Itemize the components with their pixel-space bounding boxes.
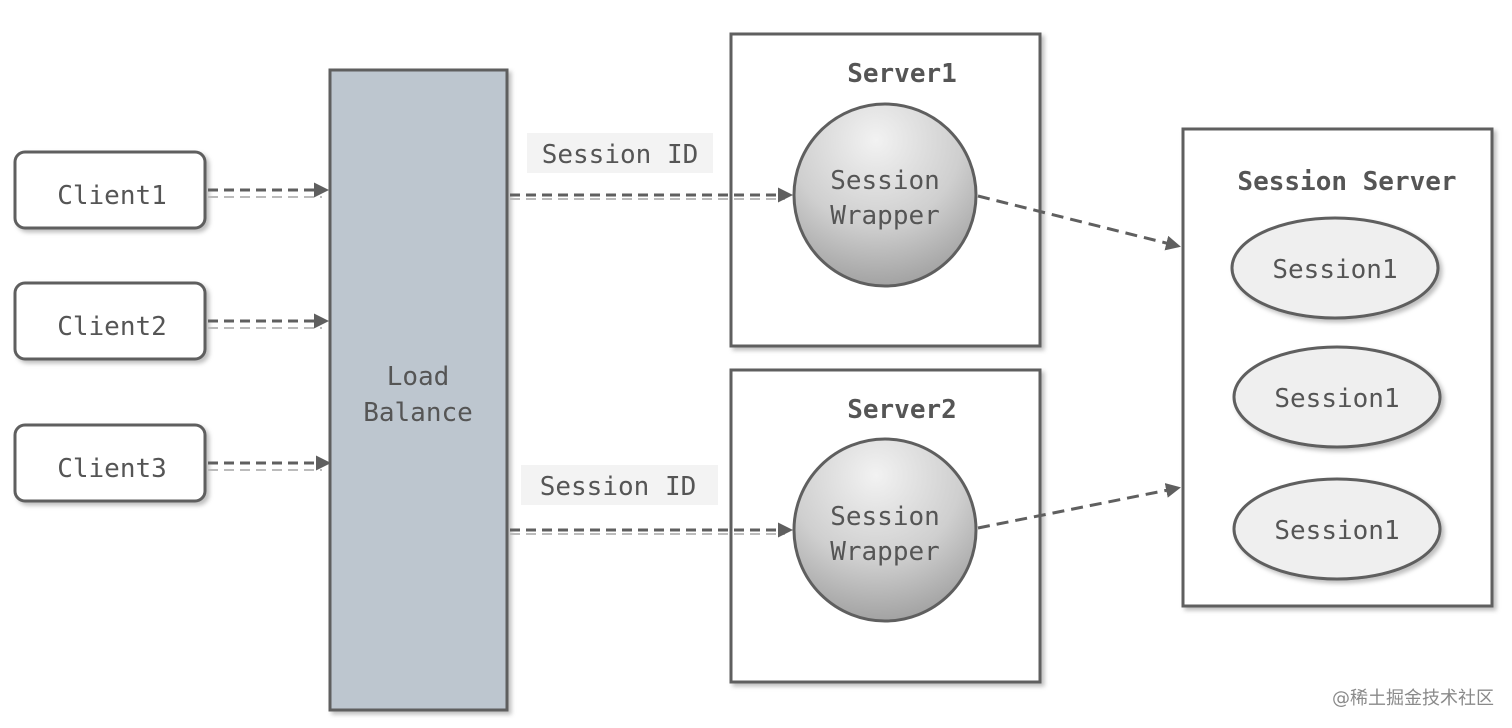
client-label-3: Client3 bbox=[57, 454, 167, 484]
wrapper2-to-session-server-arrow bbox=[977, 482, 1181, 530]
session-id-label-2: Session ID bbox=[540, 472, 697, 502]
session-wrapper-2-line1: Session bbox=[830, 502, 940, 532]
server-2-title: Server2 bbox=[847, 395, 957, 425]
session-wrapper-1: Session Wrapper bbox=[792, 102, 978, 288]
session-item-2-label: Session1 bbox=[1274, 384, 1399, 414]
session-wrapper-1-line2: Wrapper bbox=[830, 201, 940, 231]
session-item-2: Session1 bbox=[1232, 345, 1442, 449]
client-label-2: Client2 bbox=[57, 312, 167, 342]
server-1-box: Server1 Session Wrapper bbox=[729, 32, 1042, 348]
server-1-title: Server1 bbox=[847, 59, 957, 89]
session-server-title: Session Server bbox=[1237, 167, 1456, 197]
client-arrows bbox=[208, 182, 331, 471]
load-balancer-node: Load Balance bbox=[328, 68, 509, 712]
server-2-box: Server2 Session Wrapper bbox=[729, 368, 1042, 684]
session-server-box: Session Server Session1 Session1 Session… bbox=[1181, 127, 1494, 608]
watermark: @稀土掘金技术社区 bbox=[1332, 688, 1494, 709]
session-wrapper-2: Session Wrapper bbox=[792, 437, 978, 623]
session-item-3: Session1 bbox=[1232, 477, 1442, 581]
client-node-2: Client2 bbox=[13, 281, 207, 361]
load-balancer-label-line1: Load bbox=[387, 362, 450, 392]
client-label-1: Client1 bbox=[57, 181, 167, 211]
session-item-1: Session1 bbox=[1230, 216, 1440, 320]
client-node-1: Client1 bbox=[13, 150, 207, 230]
session-wrapper-2-line2: Wrapper bbox=[830, 537, 940, 567]
session-item-3-label: Session1 bbox=[1274, 516, 1399, 546]
load-balancer-label-line2: Balance bbox=[363, 398, 473, 428]
session-item-1-label: Session1 bbox=[1272, 255, 1397, 285]
wrapper1-to-session-server-arrow bbox=[977, 194, 1181, 251]
lb-to-server1-edge: Session ID bbox=[510, 133, 793, 203]
client-node-3: Client3 bbox=[13, 423, 207, 503]
session-id-label-1: Session ID bbox=[542, 140, 699, 170]
session-wrapper-1-line1: Session bbox=[830, 166, 940, 196]
lb-to-server2-edge: Session ID bbox=[510, 465, 793, 538]
